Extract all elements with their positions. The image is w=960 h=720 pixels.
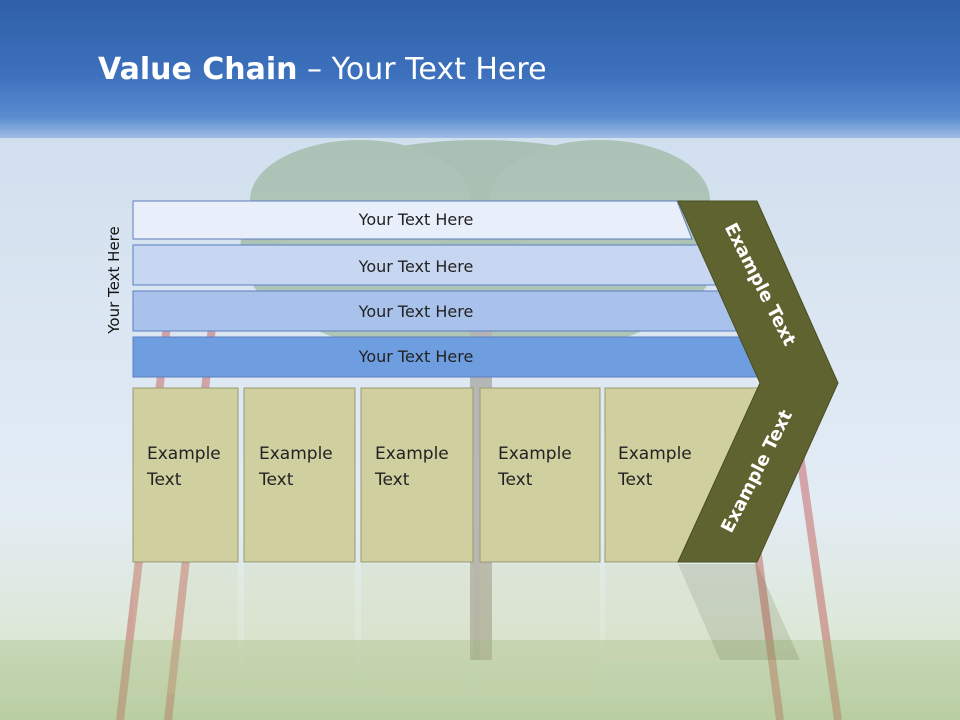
header-band (0, 0, 960, 138)
bar-4-label: Your Text Here (358, 347, 474, 366)
bar-2: Your Text Here (132, 244, 717, 286)
bar-1-label: Your Text Here (358, 210, 474, 229)
bar-2-label: Your Text Here (358, 257, 474, 276)
box-3: Example Text (360, 387, 474, 563)
box-2: Example Text (243, 387, 356, 563)
box-1: Example Text (132, 387, 239, 563)
box-2-line2: Text (258, 470, 294, 490)
bar-4: Your Text Here (132, 336, 764, 378)
box-3-line1: Example (375, 444, 449, 464)
grass (0, 640, 960, 720)
box-4-line1: Example (498, 444, 572, 464)
bar-3-label: Your Text Here (358, 302, 474, 321)
page-title: Value Chain – Your Text Here (98, 52, 547, 87)
box-5-line2: Text (617, 470, 653, 490)
box-1-line2: Text (146, 470, 182, 490)
box-2-line1: Example (259, 444, 333, 464)
box-3-line2: Text (374, 470, 410, 490)
bar-3: Your Text Here (132, 290, 740, 332)
box-1-line1: Example (147, 444, 221, 464)
bar-1: Your Text Here (132, 200, 693, 240)
box-4: Example Text (479, 387, 601, 563)
box-5-line1: Example (618, 444, 692, 464)
title-bold: Value Chain (98, 52, 298, 87)
reflection (133, 564, 800, 694)
title-rest: – Your Text Here (297, 52, 547, 87)
box-5: Example Text (604, 387, 761, 563)
box-4-line2: Text (497, 470, 533, 490)
